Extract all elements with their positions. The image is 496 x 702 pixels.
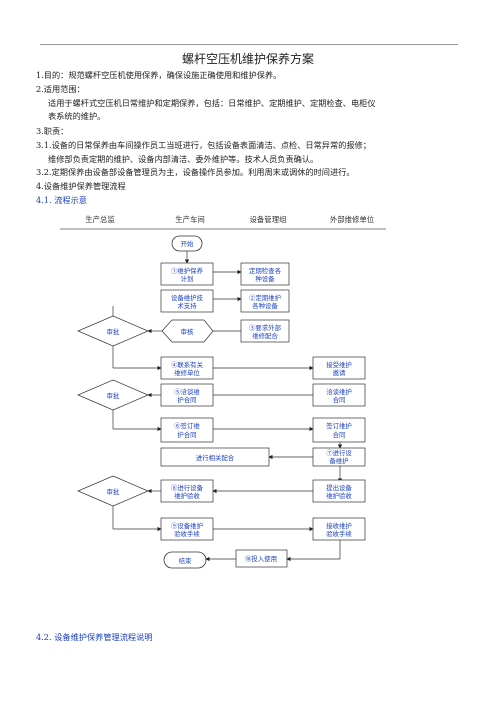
- flow-node-label: 计划: [181, 274, 194, 283]
- node-periodic-check: [240, 262, 290, 286]
- text-line: 适用于螺杆式空压机日常维护和定期保养，包括：日常维护、定期维护、定期检查、电柜仪: [48, 98, 376, 108]
- flow-node-label: 进行相关配合: [196, 453, 235, 462]
- text-line: 维修部负责定期的维护、设备内部清洁、委外维护等。技术人员负责确认。: [48, 154, 319, 164]
- approval-diamond: [77, 315, 149, 347]
- flow-node-label: 审批: [107, 487, 120, 496]
- flow-node-label: 种设备: [255, 274, 275, 283]
- flow-node-label: 护合同: [177, 395, 196, 404]
- node-request-external: [240, 319, 290, 343]
- start-label: 开始: [181, 239, 194, 248]
- approval-diamond: [77, 379, 149, 411]
- flow-node-label: 维修单位: [174, 368, 200, 377]
- text-line: 3.1.设备的日常保养由车间操作员工当班进行，包括设备表面清洁、点检、日常异常的…: [36, 140, 371, 150]
- flow-node-label: 审批: [107, 391, 120, 400]
- flow-node-label: 备维护: [329, 456, 348, 465]
- node-review: [161, 319, 214, 343]
- flow-node-label: 术支持: [177, 301, 197, 310]
- flow-node-label: 邀请: [333, 368, 346, 377]
- flow-node-label: ①维护保养: [171, 266, 204, 275]
- flow-node-label: 合同: [333, 430, 346, 439]
- flow-node-label: 审批: [107, 327, 120, 336]
- node-cooperation: [160, 447, 270, 467]
- flow-node-label: ③要求外部: [249, 323, 282, 332]
- flow-node-label: 定期检查各: [249, 266, 282, 275]
- header-equipment-group: 设备管理组: [250, 215, 288, 224]
- flow-node-label: ②定期维护: [249, 293, 281, 302]
- node-tech-support: [160, 289, 214, 313]
- node-acceptance-procedure: [160, 517, 214, 541]
- flow-node-label: ⑤洽谈维: [174, 387, 200, 396]
- flow-node-label: 合同: [333, 395, 346, 404]
- flow-node-label: 维护验收: [326, 491, 352, 500]
- flow-node-label: ⑥签订维: [174, 421, 200, 430]
- text-line: 3.职责：: [36, 126, 69, 136]
- approval-diamond: [77, 475, 149, 507]
- node-periodic-maintenance: [240, 289, 290, 313]
- flow-node-label: 护合同: [177, 430, 196, 439]
- node-put-into-use: [235, 549, 288, 568]
- flow-node-label: 设备维护技: [171, 293, 204, 302]
- flow-node-label: ⑨设备维护: [171, 521, 203, 530]
- flow-node-label: 审核: [181, 327, 194, 336]
- flow-node-label: ⑦进行设: [326, 448, 352, 457]
- flow-node-label: 签订维护: [326, 421, 352, 430]
- header-external-unit: 外部维修单位: [330, 215, 375, 224]
- flow-node-label: ⑩投入使用: [245, 554, 277, 563]
- header-rule: [40, 44, 458, 45]
- node-maintenance-plan: [160, 262, 214, 286]
- node-contact-unit: [160, 356, 214, 380]
- document-title: 螺杆空压机维护保养方案: [181, 52, 314, 66]
- flow-node-label: 验收手续: [326, 529, 352, 538]
- node-accept-invite: [312, 356, 366, 380]
- node-negotiate-contract: [160, 383, 214, 407]
- flow-node-label: 各种设备: [252, 301, 278, 310]
- node-perform-maintenance: [312, 447, 366, 467]
- section-heading: 4.2. 设备维护保养管理流程说明: [36, 632, 153, 642]
- flow-node-label: 维护验收: [174, 491, 200, 500]
- node-acceptance: [160, 479, 214, 503]
- node-sign-contract: [160, 417, 214, 443]
- flow-node-label: 验收手续: [174, 529, 200, 538]
- flow-node-label: 洽谈维护: [326, 387, 352, 396]
- flow-node-label: ④联系有关: [171, 360, 204, 369]
- header-workshop: 生产车间: [175, 215, 205, 224]
- node-receive-procedure: [312, 517, 366, 541]
- node-negotiate-contract-ext: [312, 383, 366, 407]
- section-heading: 4.1. 流程示意: [36, 195, 87, 205]
- node-sign-contract-ext: [312, 417, 366, 443]
- node-propose-acceptance: [312, 479, 366, 503]
- flow-node-label: 维修配合: [252, 331, 278, 340]
- text-line: 4.设备维护保养管理流程: [36, 181, 126, 191]
- text-line: 3.2.定期保养由设备部设备管理员为主，设备操作员参加。利用周末或调休的时间进行…: [36, 167, 355, 177]
- header-production-director: 生产总监: [85, 215, 115, 224]
- flow-node-label: 接受维护: [326, 360, 352, 369]
- text-line: 1.目的：规范螺杆空压机使用保养，确保设施正确使用和维护保养。: [36, 70, 282, 80]
- flow-node-label: 接收维护: [326, 521, 352, 530]
- flow-node-label: ⑧进行设备: [171, 483, 204, 492]
- end-label: 结束: [179, 556, 192, 565]
- flow-node-label: 提出设备: [326, 483, 352, 492]
- text-line: 表系统的维护。: [48, 111, 106, 121]
- text-line: 2.适用范围：: [36, 84, 85, 94]
